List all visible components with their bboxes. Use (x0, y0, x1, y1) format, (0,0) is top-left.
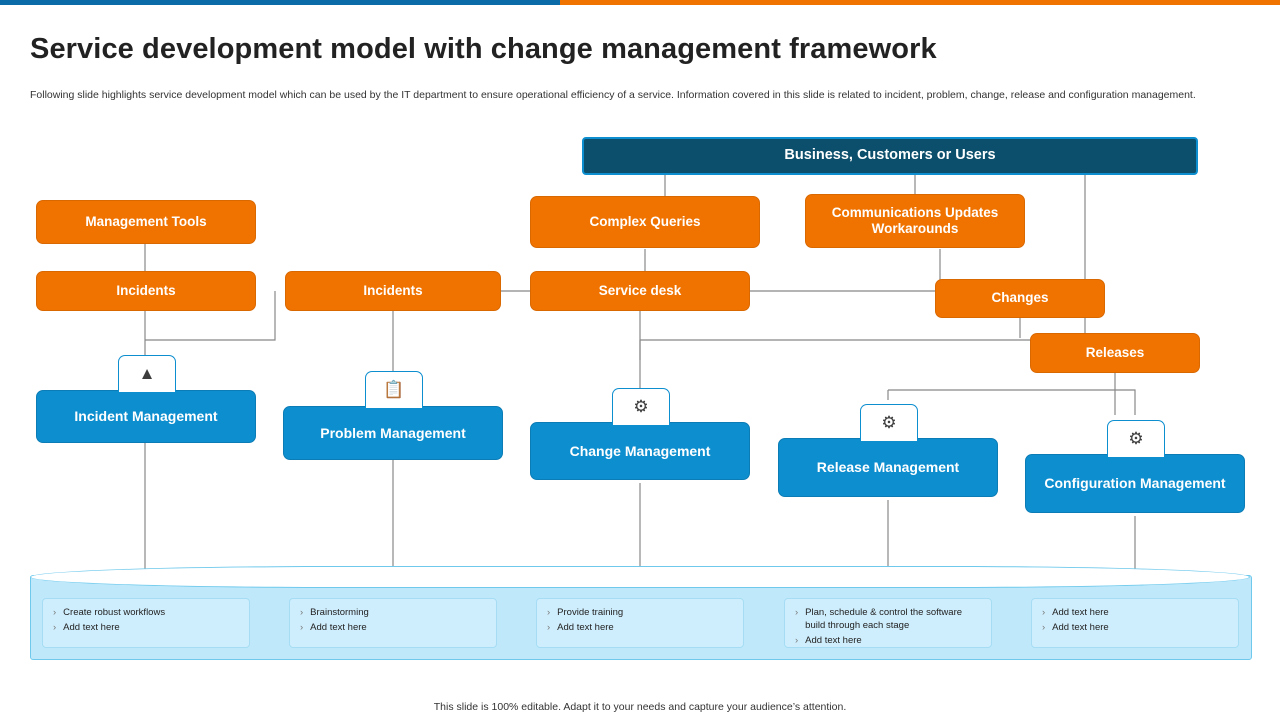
node-complex-queries[interactable]: Complex Queries (530, 196, 760, 248)
bullet-text: Add text here (557, 621, 614, 633)
chevron-icon: › (1042, 621, 1046, 633)
chevron-icon: › (547, 621, 551, 633)
bullet-box-3: › Provide training › Add text here (536, 598, 744, 648)
bullet-box-1: › Create robust workflows › Add text here (42, 598, 250, 648)
footer-note: This slide is 100% editable. Adapt it to… (433, 701, 847, 713)
page-title: Service development model with change ma… (30, 33, 937, 65)
bullet-text: Create robust workflows (63, 607, 166, 618)
bullet-text: Brainstorming (310, 607, 369, 618)
hand-gear-icon: ⚙ (860, 404, 918, 441)
node-incident-management[interactable]: Incident Management (36, 390, 256, 443)
node-communications-updates-workarounds[interactable]: Communications Updates Workarounds (805, 194, 1025, 248)
node-change-management[interactable]: Change Management (530, 422, 750, 480)
node-service-desk[interactable]: Service desk (530, 271, 750, 311)
chevron-icon: › (53, 621, 57, 633)
node-business-customers-users[interactable]: Business, Customers or Users (582, 137, 1198, 175)
gears-icon: ⚙ (612, 388, 670, 425)
top-accent-bar-left (0, 0, 560, 5)
bullet-box-4: › Plan, schedule & control the software b… (784, 598, 992, 648)
chevron-icon: › (547, 607, 551, 618)
bullet-text: Add text here (1052, 621, 1109, 633)
chevron-icon: › (1042, 607, 1046, 618)
node-releases[interactable]: Releases (1030, 333, 1200, 373)
page-subtitle: Following slide highlights service devel… (30, 89, 1196, 101)
bullet-text: Add text here (310, 621, 367, 633)
bullet-text: Plan, schedule & control the software bu… (805, 607, 963, 631)
bullet-box-5: › Add text here › Add text here (1031, 598, 1239, 648)
chevron-icon: › (300, 607, 304, 618)
chevron-icon: › (795, 607, 799, 618)
bullet-text: Provide training (557, 607, 624, 618)
top-accent-bar-right (560, 0, 1280, 5)
bullet-text: Add text here (1052, 607, 1109, 618)
node-incidents-left[interactable]: Incidents (36, 271, 256, 311)
node-problem-management[interactable]: Problem Management (283, 406, 503, 460)
node-release-management[interactable]: Release Management (778, 438, 998, 497)
node-configuration-management[interactable]: Configuration Management (1025, 454, 1245, 513)
chevron-icon: › (300, 621, 304, 633)
bullet-text: Add text here (805, 634, 862, 646)
bullet-text: Add text here (63, 621, 120, 633)
chevron-icon: › (795, 634, 799, 646)
clipboard-icon: 📋 (365, 371, 423, 408)
chevron-icon: › (53, 607, 57, 618)
node-changes[interactable]: Changes (935, 279, 1105, 318)
node-incidents-middle[interactable]: Incidents (285, 271, 501, 311)
cog-icon: ⚙ (1107, 420, 1165, 457)
node-management-tools[interactable]: Management Tools (36, 200, 256, 244)
incident-icon: ▲ (118, 355, 176, 392)
bullet-box-2: › Brainstorming › Add text here (289, 598, 497, 648)
bottom-banner-top-curve (30, 566, 1250, 588)
